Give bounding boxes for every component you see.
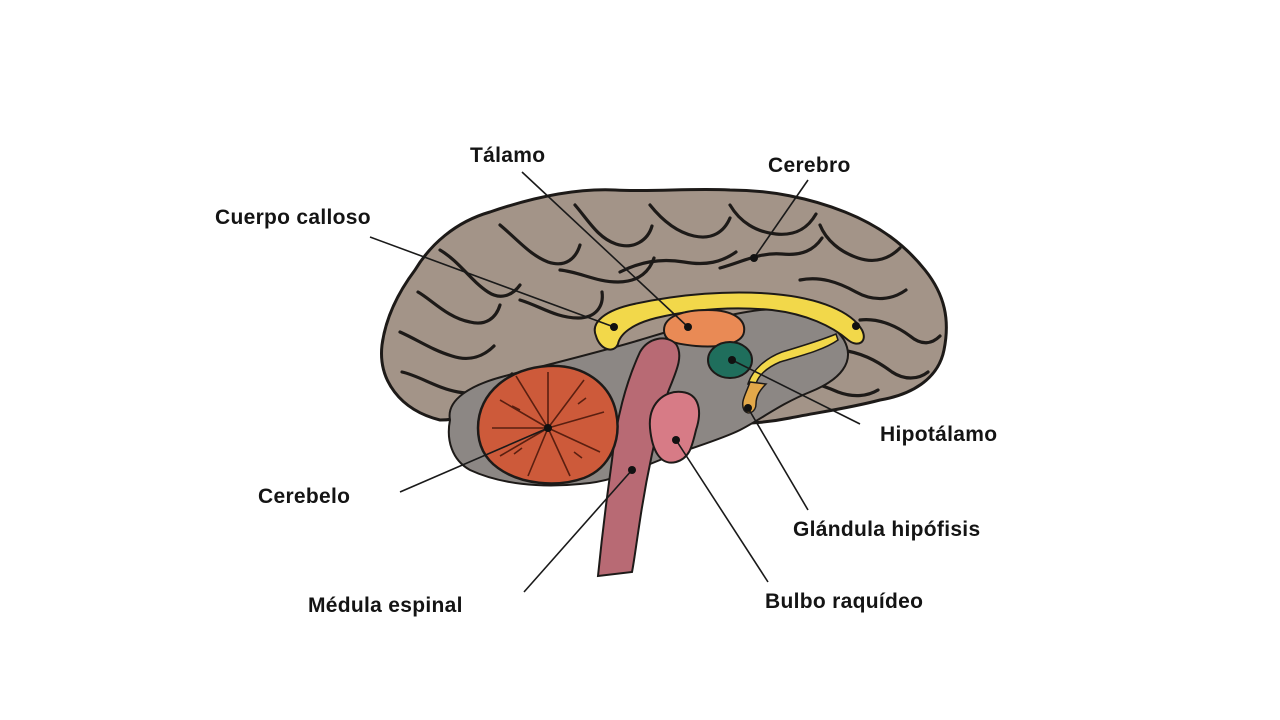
label-hipotalamo: Hipotálamo <box>880 423 998 446</box>
cerebellum-folia <box>492 372 605 477</box>
leader-hipotalamo <box>731 359 861 425</box>
leader-medula <box>523 469 633 593</box>
brain-folds <box>398 203 942 402</box>
dot-cerebelo <box>544 424 552 432</box>
leader-lines <box>369 171 861 593</box>
medulla <box>648 390 700 464</box>
thalamus <box>662 308 746 348</box>
dot-medula <box>628 466 636 474</box>
leader-glandula <box>747 407 809 511</box>
dot-bulbo <box>672 436 680 444</box>
leader-cuerpo-calloso <box>369 236 615 328</box>
dot-hipotalamo <box>728 356 736 364</box>
leader-talamo <box>521 171 689 328</box>
label-cerebelo: Cerebelo <box>258 485 351 508</box>
label-glandula-hipofisis: Glándula hipófisis <box>793 518 981 541</box>
label-bulbo-raquideo: Bulbo raquídeo <box>765 590 924 613</box>
label-cuerpo-calloso: Cuerpo calloso <box>215 206 371 229</box>
dot-talamo <box>684 323 692 331</box>
dot-cerebro <box>750 254 758 262</box>
leader-bulbo <box>675 439 769 583</box>
label-cerebro: Cerebro <box>768 154 851 177</box>
leader-cerebelo <box>399 427 549 493</box>
label-medula-espinal: Médula espinal <box>308 594 463 617</box>
dot-cuerpo-calloso <box>610 323 618 331</box>
corpus-callosum <box>593 291 865 351</box>
dot-glandula <box>744 404 752 412</box>
pointer-dots <box>544 254 860 474</box>
dot-cerebro-2 <box>852 322 860 330</box>
fornix <box>747 332 839 385</box>
label-talamo: Tálamo <box>470 144 546 167</box>
leader-cerebro <box>753 179 809 259</box>
